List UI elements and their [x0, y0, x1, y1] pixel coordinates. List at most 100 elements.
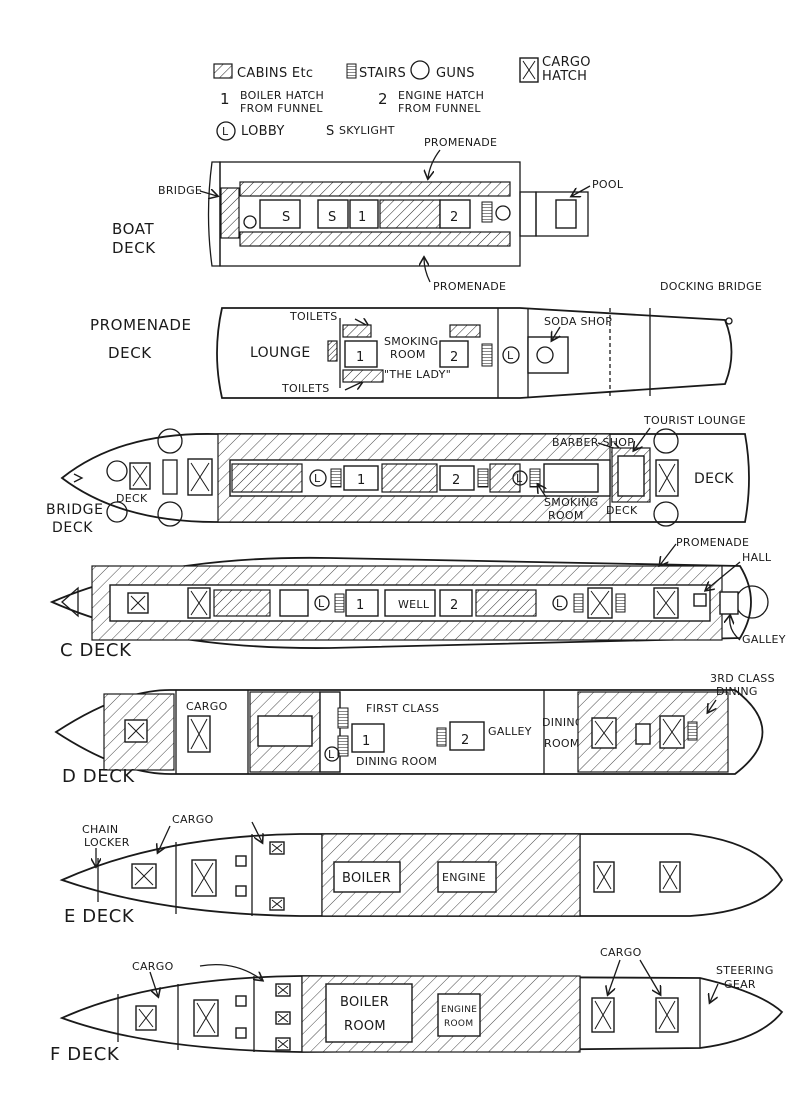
bridge-deck-fwd-label: DECK [116, 492, 148, 505]
d-deck-title: D DECK [62, 766, 135, 787]
steering-gear-label-2: GEAR [724, 978, 756, 991]
legend-cargo: CARGO [542, 55, 591, 70]
e-engine-label: ENGINE [442, 871, 486, 884]
c-lobby-fwd-mark: L [318, 597, 325, 610]
promenade-lobby-mark: L [507, 349, 514, 362]
tourist-lounge-label: TOURIST LOUNGE [643, 414, 746, 427]
toilets-top-label: TOILETS [289, 310, 338, 323]
barber-shop-label: BARBER SHOP [552, 436, 634, 449]
f-cargo-aft-label: CARGO [600, 946, 642, 959]
d-dining-room-label: DINING ROOM [356, 755, 437, 768]
d-galley-label: GALLEY [488, 725, 532, 738]
first-class-label: FIRST CLASS [366, 702, 439, 715]
c-galley-label: GALLEY [742, 633, 786, 646]
bridge-label: BRIDGE [158, 184, 202, 197]
legend-hatch: HATCH [542, 69, 587, 84]
boat-promenade-bottom-label: PROMENADE [433, 280, 506, 293]
bridge-engine-hatch: 2 [452, 473, 461, 488]
d-dining-label-1: DINING [542, 716, 584, 729]
bridge-deck-title-1: BRIDGE [46, 502, 104, 518]
soda-shop-label: SODA SHOP [544, 315, 612, 328]
bridge-lobby-fwd-mark: L [314, 472, 321, 485]
smoking-room-label-1: SMOKING [384, 335, 438, 348]
c-hall-label: HALL [742, 551, 772, 564]
promenade-engine-hatch: 2 [450, 350, 459, 365]
legend-boiler-from: FROM FUNNEL [240, 102, 323, 115]
f-cargo-fwd-label: CARGO [132, 960, 174, 973]
legend-boiler-number: 1 [220, 90, 230, 108]
bridge-boiler-hatch: 1 [357, 473, 366, 488]
legend-stairs: STAIRS [359, 66, 406, 81]
boat-skylight-1: S [282, 210, 291, 225]
legend-lobby: LOBBY [241, 124, 285, 139]
legend-engine-hatch: ENGINE HATCH [398, 89, 484, 102]
bridge-deck-stern-label: DECK [694, 471, 734, 487]
docking-bridge-label: DOCKING BRIDGE [660, 280, 762, 293]
c-promenade-label: PROMENADE [676, 536, 749, 549]
skylight-icon: S [326, 124, 335, 139]
f-engine-label-2: ROOM [444, 1019, 473, 1029]
legend-engine-number: 2 [378, 90, 388, 108]
promenade-deck-title-2: DECK [108, 344, 152, 362]
promenade-boiler-hatch: 1 [356, 350, 365, 365]
c-boiler-hatch: 1 [356, 598, 365, 613]
stairs-swatch-icon [346, 63, 357, 79]
lobby-icon [216, 121, 236, 141]
legend-cabins: CABINS Etc [237, 66, 313, 81]
boat-promenade-top-label: PROMENADE [424, 136, 497, 149]
c-deck-title: C DECK [60, 640, 132, 661]
c-lobby-aft-mark: L [556, 597, 563, 610]
f-deck-title: F DECK [50, 1044, 120, 1065]
e-cargo-label: CARGO [172, 813, 214, 826]
legend-guns: GUNS [436, 66, 475, 81]
chain-locker-label-1: CHAIN [82, 823, 118, 836]
legend-boiler-hatch: BOILER HATCH [240, 89, 324, 102]
third-class-label-1: 3RD CLASS [710, 672, 775, 685]
d-deck: CARGO L 1 FIRST CLASS DINING ROOM 2 GALL… [54, 672, 775, 787]
lounge-label: LOUNGE [250, 345, 311, 361]
cabins-swatch [213, 63, 233, 79]
d-cargo-label: CARGO [186, 700, 228, 713]
promenade-deck-title-1: PROMENADE [90, 316, 192, 334]
bridge-smoking-label-1: SMOKING [544, 496, 598, 509]
boat-skylight-2: S [328, 210, 337, 225]
lobby-icon-letter: L [222, 125, 229, 138]
f-boiler-label-1: BOILER [340, 995, 389, 1010]
legend-engine-from: FROM FUNNEL [398, 102, 481, 115]
toilets-bottom-label: TOILETS [281, 382, 330, 395]
boat-boiler-hatch: 1 [358, 210, 367, 225]
boat-deck-title-2: DECK [112, 239, 156, 257]
d-lobby-mark: L [328, 748, 335, 761]
boat-deck: BOAT DECK PROMENADE BRIDGE S S 1 2 POOL … [112, 136, 624, 293]
f-boiler-label-2: ROOM [344, 1019, 386, 1034]
smoking-room-label-2: ROOM [390, 348, 426, 361]
third-class-label-2: DINING [716, 685, 758, 698]
gun-circle-icon [410, 60, 430, 80]
d-engine-hatch: 2 [461, 733, 470, 748]
c-well-label: WELL [398, 598, 430, 611]
legend-skylight: SKYLIGHT [339, 124, 395, 137]
boat-engine-hatch: 2 [450, 210, 459, 225]
cargo-hatch-icon [519, 57, 539, 83]
bridge-deck-aft-label: DECK [606, 504, 638, 517]
steering-gear-label-1: STEERING [716, 964, 774, 977]
e-deck: BOILER ENGINE CHAIN LOCKER CARGO E DECK [59, 813, 784, 927]
bridge-deck-title-2: DECK [52, 520, 93, 536]
e-boiler-label: BOILER [342, 871, 391, 886]
c-deck: L 1 WELL 2 L PROMENADE HALL GALLEY C DEC… [49, 536, 786, 661]
pool-label: POOL [592, 178, 624, 191]
f-engine-label-1: ENGINE [441, 1005, 477, 1015]
d-dining-label-2: ROOM [544, 737, 580, 750]
c-engine-hatch: 2 [450, 598, 459, 613]
e-deck-title: E DECK [64, 906, 135, 927]
legend: CABINS Etc STAIRS GUNS CARGO HATCH 1 BOI… [213, 55, 591, 141]
bridge-deck: BRIDGE DECK DECK L 1 2 L BARBER SHOP [46, 414, 750, 536]
bridge-smoking-label-2: ROOM [548, 509, 584, 522]
boat-deck-title-1: BOAT [112, 220, 154, 238]
promenade-deck: PROMENADE DECK LOUNGE TOILETS TOILETS 1 … [90, 280, 762, 399]
d-boiler-hatch: 1 [362, 734, 371, 749]
chain-locker-label-2: LOCKER [84, 836, 130, 849]
the-lady-label: "THE LADY" [384, 368, 451, 381]
